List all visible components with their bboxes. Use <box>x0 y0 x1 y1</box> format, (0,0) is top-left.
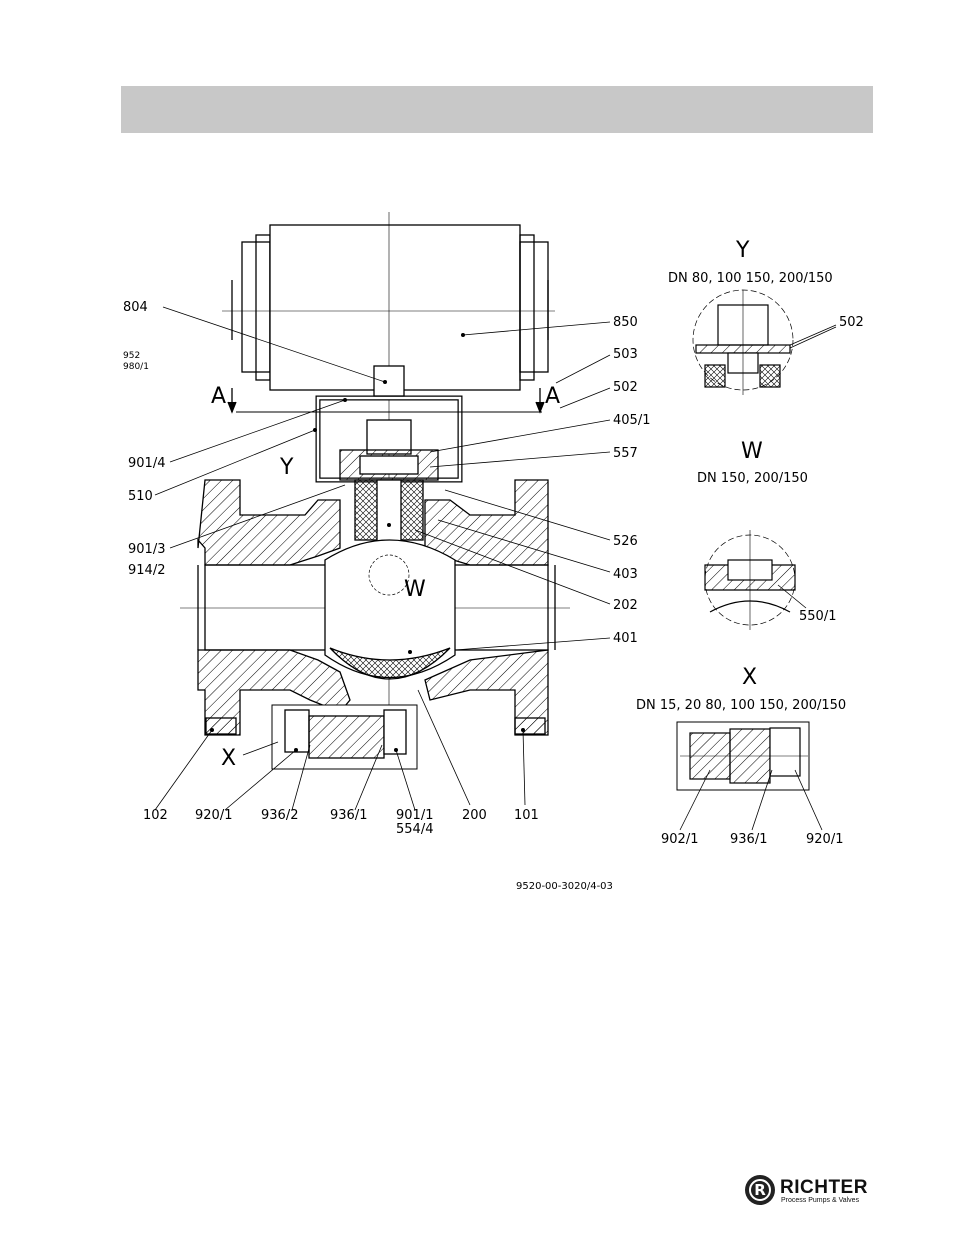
body-left <box>198 480 340 565</box>
label-503: 503 <box>613 347 638 362</box>
detail-x-part-902-1: 902/1 <box>661 832 698 847</box>
label-401: 401 <box>613 631 638 646</box>
detail-w <box>705 530 806 630</box>
actuator <box>222 225 555 390</box>
detail-x-subtitle: DN 15, 20 80, 100 150, 200/150 <box>636 698 846 713</box>
detail-y-subtitle: DN 80, 100 150, 200/150 <box>668 271 833 286</box>
section-a-left: A <box>211 384 226 409</box>
detail-x-part-936-1: 936/1 <box>730 832 767 847</box>
logo-mark-letter: R <box>745 1175 775 1205</box>
label-901-4: 901/4 <box>128 456 165 471</box>
label-952: 952 <box>123 351 140 361</box>
detail-w-marker: W <box>404 577 426 602</box>
body-right <box>425 480 548 565</box>
detail-x-marker: X <box>221 746 236 771</box>
detail-x-title: X <box>742 665 757 690</box>
label-554-4: 554/4 <box>396 822 433 837</box>
label-502: 502 <box>613 380 638 395</box>
logo-name: RICHTER <box>780 1177 868 1199</box>
label-914-2: 914/2 <box>128 563 165 578</box>
detail-y-part: 502 <box>839 315 864 330</box>
label-980-1: 980/1 <box>123 362 149 372</box>
detail-y <box>693 290 836 395</box>
label-200: 200 <box>462 808 487 823</box>
label-936-1: 936/1 <box>330 808 367 823</box>
label-526: 526 <box>613 534 638 549</box>
richter-logo: R RICHTER Process Pumps & Valves <box>745 1175 870 1207</box>
logo-tagline: Process Pumps & Valves <box>781 1197 859 1204</box>
label-101: 101 <box>514 808 539 823</box>
label-804: 804 <box>123 300 148 315</box>
label-936-2: 936/2 <box>261 808 298 823</box>
label-920-1: 920/1 <box>195 808 232 823</box>
label-102: 102 <box>143 808 168 823</box>
label-850: 850 <box>613 315 638 330</box>
detail-w-title: W <box>741 439 763 464</box>
label-405-1: 405/1 <box>613 413 650 428</box>
drawing-number: 9520-00-3020/4-03 <box>516 881 613 892</box>
detail-w-subtitle: DN 150, 200/150 <box>697 471 808 486</box>
label-901-1: 901/1 <box>396 808 433 823</box>
detail-x-part-920-1: 920/1 <box>806 832 843 847</box>
detail-x <box>677 722 822 830</box>
label-901-3: 901/3 <box>128 542 165 557</box>
label-557: 557 <box>613 446 638 461</box>
detail-y-marker: Y <box>279 455 294 480</box>
section-a-right: A <box>545 384 560 409</box>
label-403: 403 <box>613 567 638 582</box>
label-510: 510 <box>128 489 153 504</box>
main-view <box>180 212 570 769</box>
detail-w-part: 550/1 <box>799 609 836 624</box>
label-202: 202 <box>613 598 638 613</box>
detail-y-title: Y <box>735 238 750 263</box>
